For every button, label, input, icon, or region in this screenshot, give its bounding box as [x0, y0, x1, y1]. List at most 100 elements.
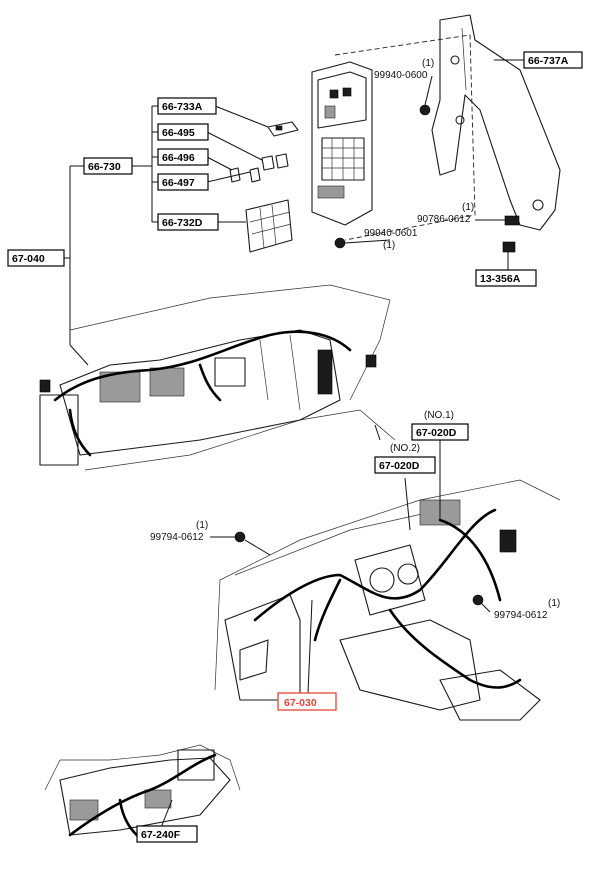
svg-text:(1): (1) — [422, 58, 434, 69]
bracket-hole-upper — [450, 55, 460, 65]
console-harness-lower — [388, 608, 522, 689]
svg-text:66-495: 66-495 — [162, 127, 195, 139]
fuse-grid — [321, 137, 365, 181]
svg-text:66-737A: 66-737A — [528, 55, 569, 67]
side-vent — [239, 639, 269, 681]
center-console — [339, 619, 481, 711]
label-66-495: 66-495 — [157, 123, 209, 141]
svg-text:66-733A: 66-733A — [162, 101, 203, 113]
fuse-block-top-panel — [317, 71, 367, 129]
relay-component — [267, 121, 299, 137]
dash-top-contour — [214, 479, 561, 691]
dash-top-inner — [234, 509, 441, 576]
note-no2: (NO.2) — [390, 443, 420, 454]
console-base — [439, 669, 541, 721]
svg-text:67-020D: 67-020D — [379, 460, 420, 472]
svg-text:66-730: 66-730 — [88, 161, 121, 173]
panel-module-center — [149, 367, 185, 397]
junction-box-assembly — [311, 14, 561, 253]
label-67-040: 67-040 — [7, 249, 65, 267]
floor-pan — [59, 757, 231, 836]
dash-frame-lower — [84, 409, 396, 471]
fuse-cover-component — [245, 199, 293, 253]
label-67-240F: 67-240F — [136, 825, 198, 843]
panel-module-left — [99, 371, 141, 403]
label-66-737A: 66-737A — [523, 51, 583, 69]
console-harness-drop — [313, 578, 342, 642]
svg-text:67-040: 67-040 — [12, 253, 45, 265]
fuse-mini-component — [229, 167, 261, 183]
panel-duct — [214, 357, 246, 387]
bolt-icon — [504, 215, 520, 226]
left-side-bracket — [39, 394, 79, 466]
panel-connector-right — [317, 349, 333, 395]
label-13-356A: 13-356A — [475, 269, 537, 287]
svg-text:(1): (1) — [196, 520, 208, 531]
svg-text:67-240F: 67-240F — [141, 829, 181, 841]
label-66-730: 66-730 — [83, 157, 133, 175]
fuse-block-relay-b — [342, 87, 352, 97]
bolt-icon — [234, 531, 246, 543]
nut-icon — [419, 104, 431, 116]
dashboard-harness-view — [39, 284, 396, 471]
leader-lines-top — [64, 59, 524, 366]
fuse-component — [261, 153, 289, 171]
label-66-496: 66-496 — [157, 148, 209, 166]
fuse-block-relay-c — [324, 105, 336, 119]
bracket-edge — [461, 27, 467, 91]
svg-text:67-030: 67-030 — [284, 697, 317, 709]
svg-text:66-732D: 66-732D — [162, 217, 203, 229]
floor-harness — [68, 753, 217, 837]
floor-module — [177, 749, 215, 781]
label-67-030: 67-030 — [277, 692, 337, 711]
dash-support-strut — [289, 334, 301, 411]
connector-icon — [365, 354, 377, 368]
bracket-hole-middle — [455, 115, 465, 125]
part-99794-0612-left: (1) 99794-0612 — [150, 520, 208, 543]
svg-text:67-020D: 67-020D — [416, 427, 457, 439]
svg-text:(1): (1) — [383, 240, 395, 251]
svg-text:99940-0600: 99940-0600 — [374, 70, 428, 81]
console-harness-right — [438, 518, 502, 602]
svg-text:(1): (1) — [462, 202, 474, 213]
mounting-bracket — [431, 14, 561, 231]
svg-text:99794-0612: 99794-0612 — [494, 610, 548, 621]
svg-text:66-496: 66-496 — [162, 152, 195, 164]
floor-bracket-left — [69, 799, 99, 821]
label-66-732D: 66-732D — [157, 213, 219, 231]
label-67-020D-no1: 67-020D — [411, 423, 469, 441]
fuse-block-relay-a — [329, 89, 339, 99]
svg-text:90786-0612: 90786-0612 — [417, 214, 471, 225]
svg-text:99794-0612: 99794-0612 — [150, 532, 204, 543]
nut-icon — [334, 237, 346, 249]
gauge-icon — [397, 563, 419, 585]
label-66-497: 66-497 — [157, 173, 209, 191]
floor-contour — [44, 744, 241, 791]
center-gauge-cluster — [354, 544, 426, 616]
floor-harness-view — [44, 744, 241, 840]
dash-harness-branch-mid — [198, 363, 222, 402]
connector-icon — [39, 379, 51, 393]
bracket-hole-lower — [532, 199, 544, 211]
gauge-icon — [369, 567, 395, 593]
bolt-icon — [502, 241, 516, 253]
console-harness-view — [214, 479, 561, 721]
console-harness-main — [253, 508, 497, 622]
label-66-733A: 66-733A — [157, 97, 217, 115]
label-67-020D-no2: 67-020D — [374, 456, 436, 474]
part-99794-0612-right: (1) 99794-0612 — [494, 598, 560, 621]
dash-support-strut — [259, 339, 269, 401]
fuse-block-body — [311, 61, 373, 226]
svg-text:99940-0601: 99940-0601 — [364, 228, 418, 239]
assembly-dashed-outline — [334, 34, 476, 241]
instrument-panel-frame — [59, 329, 341, 456]
part-90786-0612: (1) 90786-0612 — [417, 202, 474, 225]
part-99940-0601: 99940-0601 (1) — [364, 228, 418, 251]
fuse-block-connector — [317, 185, 345, 199]
connector-icon — [499, 529, 517, 553]
dash-frame-upper — [69, 284, 391, 401]
part-99940-0600: (1) 99940-0600 — [374, 58, 434, 81]
glove-box-area — [224, 594, 301, 701]
note-no1: (NO.1) — [424, 410, 454, 421]
